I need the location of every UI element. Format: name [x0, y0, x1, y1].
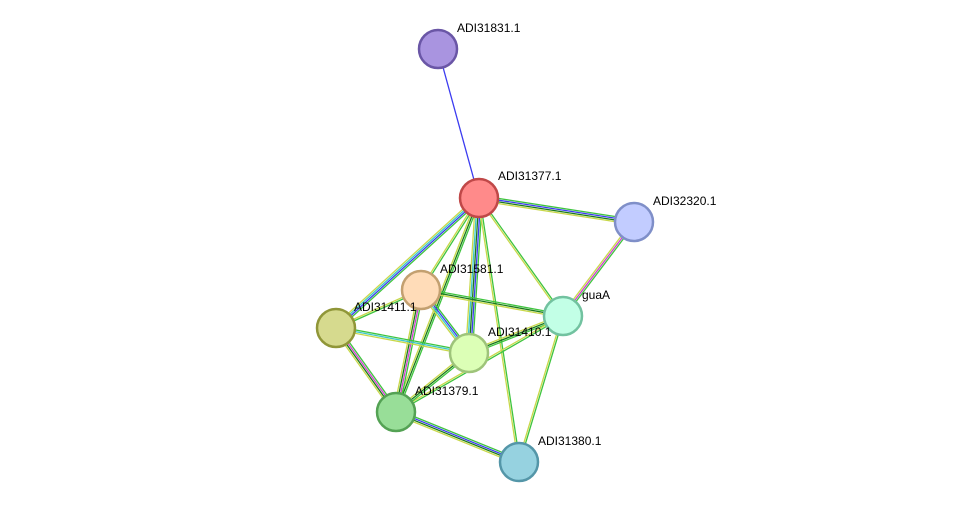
node-label-guaA: guaA: [582, 288, 610, 302]
edge-ADI31377-ADI31410: [464, 197, 484, 354]
edge-layer: [333, 48, 636, 465]
edge-strand: [396, 290, 423, 413]
node-label-ADI32320: ADI32320.1: [653, 194, 717, 208]
node-label-ADI31380: ADI31380.1: [538, 434, 602, 448]
edge-strand: [395, 197, 480, 413]
edge-strand: [333, 195, 478, 327]
edge-strand: [479, 194, 635, 221]
edge-strand: [395, 412, 519, 464]
edge-strand: [466, 197, 478, 353]
node-label-ADI31831: ADI31831.1: [457, 21, 521, 35]
edge-strand: [437, 48, 480, 199]
edge-strand: [397, 290, 425, 413]
edge-ADI31377-ADI31411: [333, 195, 482, 331]
node-ADI31410[interactable]: [448, 332, 490, 374]
node-guaA[interactable]: [542, 295, 584, 337]
edge-ADI31377-ADI32320: [478, 194, 635, 226]
edge-strand: [420, 291, 563, 319]
edge-guaA-ADI31380: [517, 315, 565, 463]
edge-strand: [471, 198, 484, 354]
node-ADI31380[interactable]: [498, 441, 540, 483]
edge-strand: [336, 325, 470, 352]
edge-strand: [396, 409, 521, 461]
edge-strand: [335, 327, 470, 354]
edge-strand: [479, 196, 635, 222]
edge-strand: [464, 197, 477, 353]
edge-ADI31377-ADI31380: [477, 197, 521, 463]
edge-strand: [479, 197, 521, 462]
edge-strand: [517, 315, 563, 462]
node-label-ADI31379: ADI31379.1: [415, 384, 479, 398]
edge-strand: [477, 198, 563, 317]
edge-ADI31831-ADI31377: [437, 48, 480, 199]
edge-ADI31411-ADI31410: [335, 325, 470, 356]
edge-strand: [335, 329, 469, 356]
edge-strand: [478, 199, 634, 226]
node-ADI31379[interactable]: [375, 391, 417, 433]
edge-strand: [470, 198, 482, 354]
edge-ADI31581-ADI31379: [392, 289, 425, 413]
node-label-ADI31581: ADI31581.1: [440, 262, 504, 276]
edge-strand: [334, 196, 479, 328]
edge-strand: [477, 198, 519, 463]
node-ADI31411[interactable]: [315, 307, 357, 349]
node-label-ADI31411: ADI31411.1: [354, 300, 417, 314]
edge-strand: [396, 410, 520, 462]
edge-strand: [337, 199, 482, 331]
node-label-ADI31377: ADI31377.1: [498, 169, 562, 183]
edge-strand: [336, 198, 481, 330]
edge-strand: [479, 197, 565, 316]
node-ADI31831[interactable]: [417, 28, 459, 70]
node-layer: [315, 28, 655, 483]
edge-strand: [396, 198, 482, 413]
edge-strand: [420, 289, 564, 317]
node-ADI31581[interactable]: [400, 269, 442, 311]
node-ADI32320[interactable]: [613, 201, 655, 243]
edge-ADI31377-guaA: [477, 197, 565, 317]
edge-strand: [392, 289, 420, 412]
edge-ADI31581-guaA: [420, 287, 564, 319]
node-label-ADI31410: ADI31410.1: [488, 325, 552, 339]
edge-strand: [468, 197, 480, 354]
edge-strand: [478, 198, 634, 224]
node-ADI31377[interactable]: [458, 177, 500, 219]
edge-strand: [519, 316, 565, 463]
label-layer: ADI31831.1ADI31377.1ADI32320.1ADI31581.1…: [354, 21, 717, 448]
edge-strand: [394, 413, 519, 465]
edge-ADI31379-ADI31380: [394, 409, 521, 465]
edge-strand: [421, 287, 564, 315]
edge-strand: [394, 289, 421, 412]
